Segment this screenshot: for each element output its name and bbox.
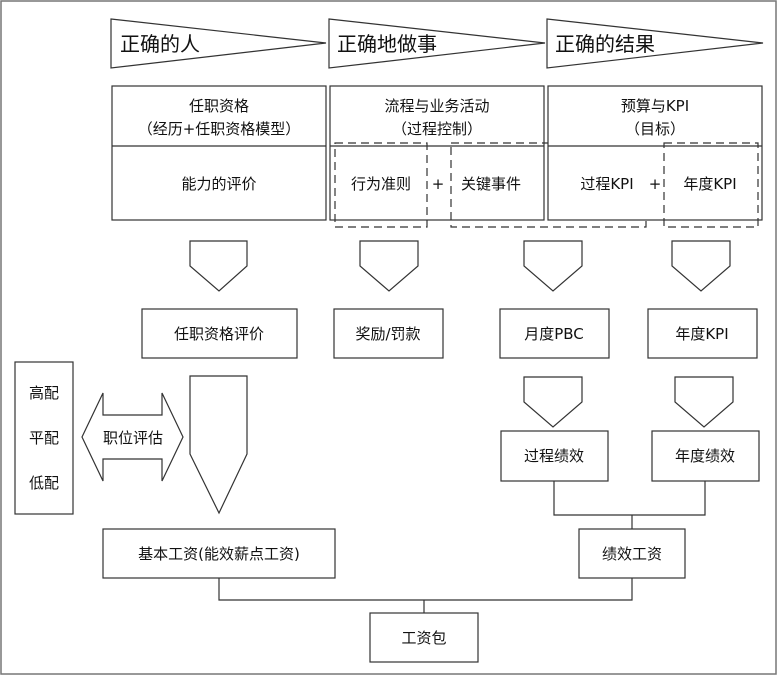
header-right-results: 正确的结果: [555, 32, 655, 56]
monthly-pbc-label: 月度PBC: [524, 325, 584, 343]
annual-perf-label: 年度绩效: [675, 447, 735, 465]
down-arrow-col2-right: [523, 240, 583, 292]
col1-subtitle: （经历+任职资格模型）: [138, 120, 301, 138]
col3-title: 预算与KPI: [621, 97, 689, 115]
level-high: 高配: [29, 384, 59, 402]
connector-perf-merge: [553, 481, 706, 516]
col3-plus: +: [649, 175, 662, 193]
down-arrow-monthly: [523, 376, 583, 428]
col2-title: 流程与业务活动: [384, 97, 489, 115]
level-mid: 平配: [29, 429, 59, 447]
pencil-pointer: [189, 375, 248, 515]
col1-box: 任职资格 （经历+任职资格模型） 能力的评价: [111, 85, 327, 221]
col2-plus: +: [432, 175, 445, 193]
box-qualification-eval: [141, 308, 298, 359]
annual-kpi-label: 年度KPI: [675, 325, 728, 343]
col2-item1-dashed: [334, 142, 428, 228]
down-arrow-col2-left: [359, 240, 419, 292]
box-annual-perf: [651, 430, 760, 482]
header-arrow-right-results: [546, 18, 764, 69]
connector-pay-merge: [218, 578, 633, 601]
package-label: 工资包: [401, 629, 446, 647]
col2-box: 流程与业务活动 （过程控制） 行为准则 + 关键事件: [329, 85, 647, 228]
perf-pay-label: 绩效工资: [602, 545, 662, 563]
col3-box: 预算与KPI （目标） 过程KPI + 年度KPI: [547, 85, 763, 228]
header-arrow-do-right: [328, 18, 546, 69]
down-arrow-annual: [674, 376, 734, 428]
box-process-perf: [500, 430, 609, 482]
box-base-pay: [102, 528, 336, 579]
col2-subtitle: （过程控制）: [392, 120, 482, 138]
down-arrow-col3: [671, 240, 731, 292]
header-do-right: 正确地做事: [337, 32, 437, 56]
header-arrow-right-people: [110, 18, 327, 69]
col1-title: 任职资格: [189, 97, 249, 115]
col3-item1: 过程KPI: [580, 175, 633, 193]
box-package: [369, 612, 479, 663]
job-eval-label: 职位评估: [103, 429, 163, 447]
process-perf-label: 过程绩效: [524, 447, 584, 465]
col3-item2-dashed: [663, 142, 759, 228]
col3-subtitle: （目标）: [625, 120, 685, 138]
qualification-eval-label: 任职资格评价: [174, 325, 264, 343]
box-monthly-pbc: [499, 308, 610, 359]
level-low: 低配: [29, 474, 59, 492]
box-perf-pay: [578, 528, 686, 579]
box-annual-kpi: [647, 308, 758, 359]
box-reward-penalty: [333, 308, 444, 359]
reward-penalty-label: 奖励/罚款: [355, 325, 420, 343]
col2-item2: 关键事件: [461, 175, 521, 193]
box-levels: [14, 361, 74, 515]
col1-eval: 能力的评价: [181, 175, 256, 193]
col2-item1: 行为准则: [351, 175, 411, 193]
header-right-people: 正确的人: [120, 32, 200, 56]
down-arrow-col1: [189, 240, 248, 292]
double-arrow-job-eval: [81, 392, 184, 482]
col3-item2: 年度KPI: [683, 175, 736, 193]
base-pay-label: 基本工资(能效薪点工资): [138, 545, 300, 563]
